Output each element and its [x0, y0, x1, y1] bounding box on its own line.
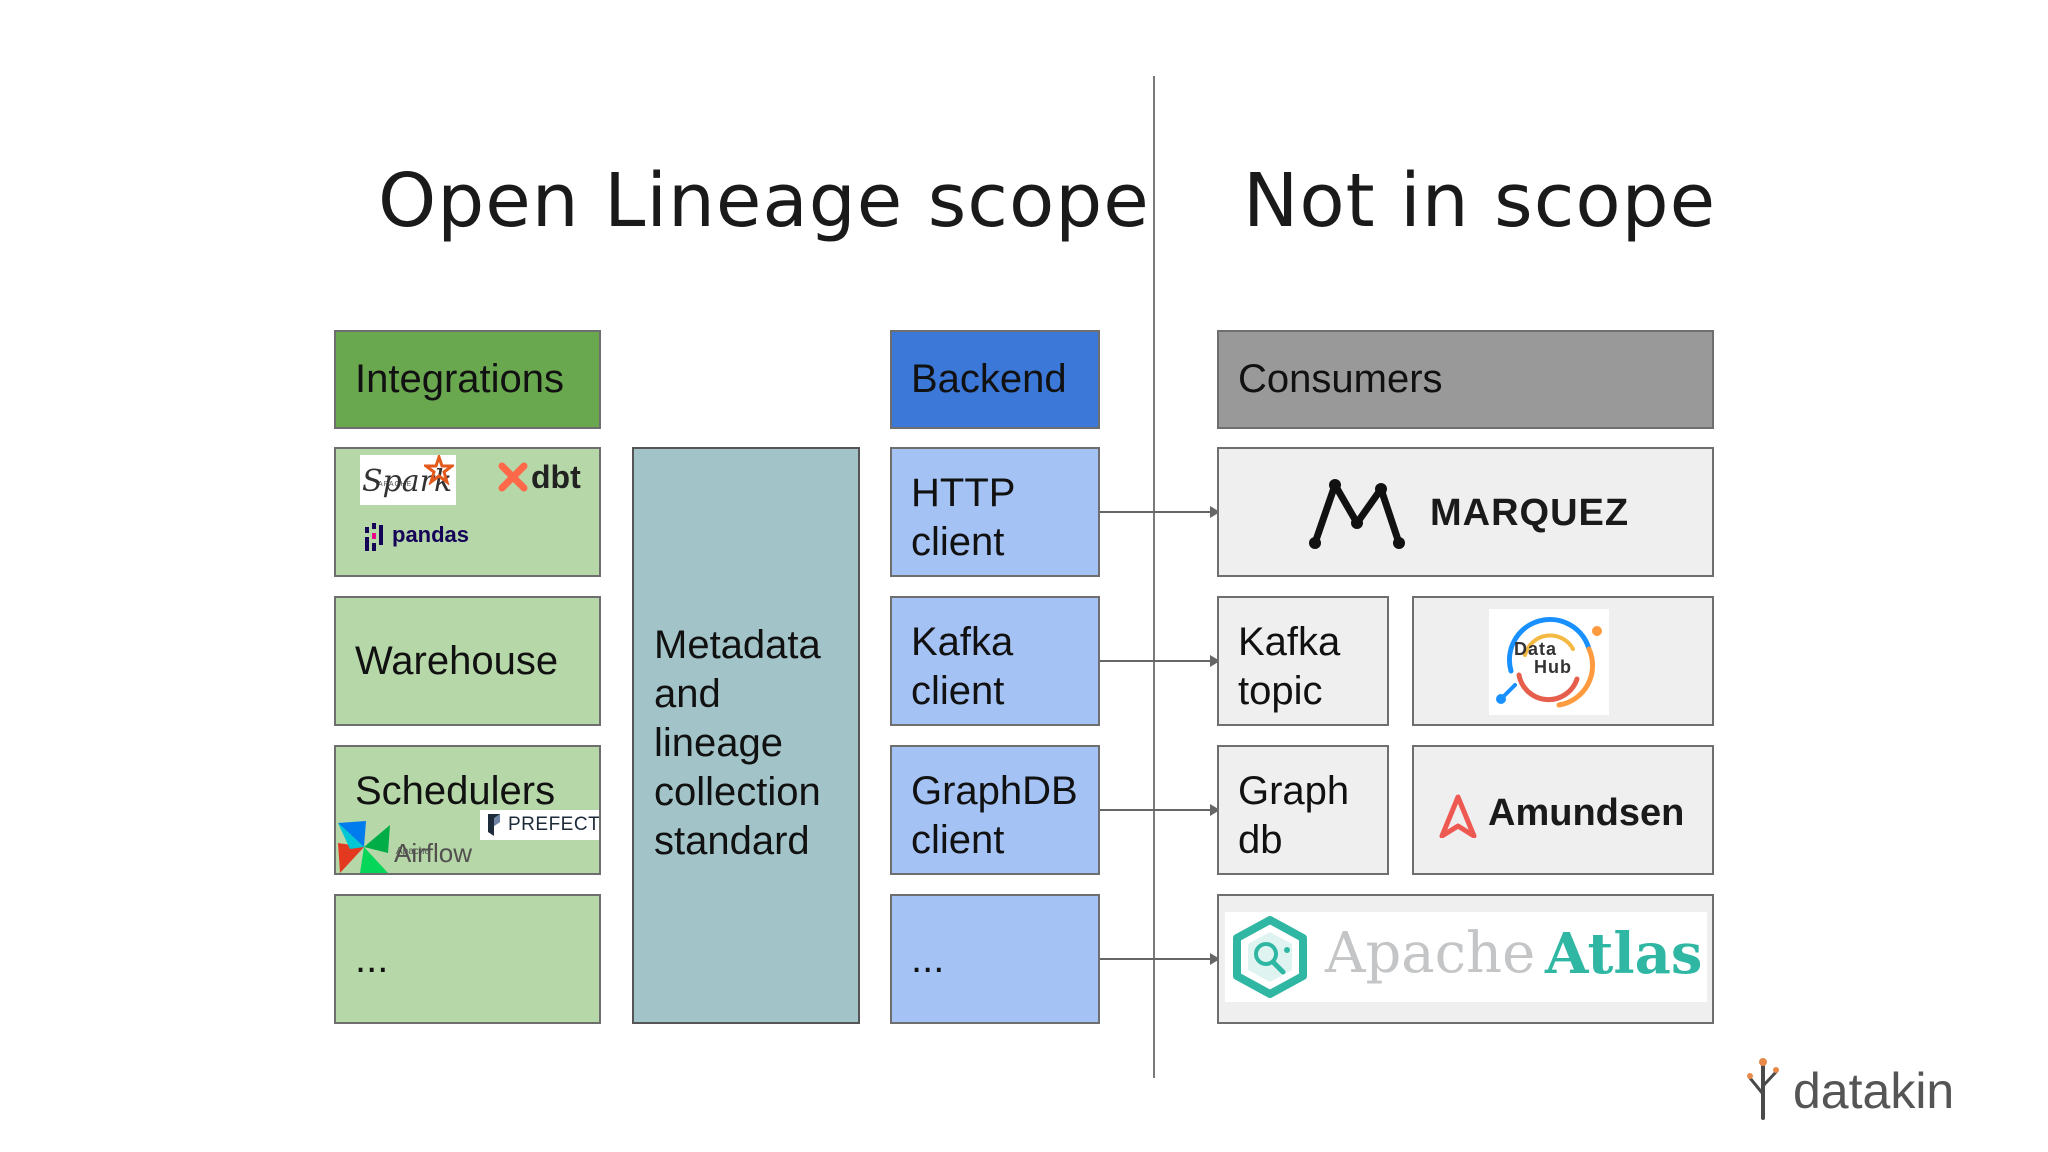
prefect-logo: PREFECT: [480, 810, 601, 840]
airflow-label: Airflow: [394, 838, 473, 868]
atlas-label-apache: Apache: [1325, 921, 1536, 986]
prefect-icon: [488, 814, 500, 836]
standard-line-1: Metadata: [654, 623, 821, 667]
standard-line-2: and: [654, 672, 721, 716]
kafka-topic-box: Kafka topic: [1217, 596, 1389, 726]
marquez-label: MARQUEZ: [1430, 492, 1630, 534]
kafka-client-line-1: Kafka: [911, 620, 1014, 664]
spark-star-icon: [424, 455, 454, 485]
datahub-rings-icon: [1496, 616, 1602, 708]
atlas-logo: Apache Atlas: [1225, 912, 1707, 1002]
integrations-more-box: ...: [334, 894, 601, 1024]
datakin-tree-icon: [1747, 1058, 1779, 1120]
datahub-label-2: Hub: [1534, 657, 1572, 677]
http-client-line-1: HTTP: [911, 471, 1016, 515]
dbt-icon: [498, 462, 528, 492]
kafka-client-line-2: client: [911, 669, 1005, 713]
standard-line-3: lineage: [654, 721, 784, 765]
http-client-line-2: client: [911, 520, 1005, 564]
airflow-pinwheel-icon: [338, 821, 390, 873]
integrations-header-label: Integrations: [355, 357, 565, 401]
out-of-scope-title: Not in scope: [1243, 158, 1717, 244]
marquez-icon: [1309, 479, 1405, 549]
dbt-label: dbt: [531, 459, 581, 495]
graphdb-client-box: GraphDB client: [890, 745, 1100, 875]
atlas-label-atlas: Atlas: [1545, 921, 1703, 987]
marquez-box: MARQUEZ: [1217, 447, 1714, 577]
standard-line-5: standard: [654, 819, 810, 863]
amundsen-box: Amundsen: [1412, 745, 1714, 875]
http-client-box: HTTP client: [890, 447, 1100, 577]
amundsen-icon: [1439, 794, 1477, 838]
consumers-header: Consumers: [1217, 330, 1714, 429]
schedulers-box: Schedulers Apache Airflow PREFECT: [334, 745, 601, 875]
integrations-header: Integrations: [334, 330, 601, 429]
schedulers-label: Schedulers: [355, 769, 556, 813]
kafka-client-box: Kafka client: [890, 596, 1100, 726]
integrations-more-label: ...: [355, 936, 389, 981]
datahub-box: Data Hub: [1412, 596, 1714, 726]
pandas-label: pandas: [392, 522, 470, 547]
datakin-label: datakin: [1793, 1063, 1955, 1119]
graph-db-box: Graph db: [1217, 745, 1389, 875]
graph-db-line-1: Graph: [1238, 769, 1350, 813]
spark-logo: APACHE Spark: [360, 455, 456, 505]
kafka-to-topic-arrow: [1100, 655, 1220, 667]
graphdb-client-line-1: GraphDB: [911, 769, 1078, 813]
prefect-label: PREFECT: [508, 814, 601, 835]
integrations-tools-box: APACHE Spark dbt pandas: [334, 447, 601, 577]
atlas-box: Apache Atlas: [1217, 894, 1714, 1024]
airflow-small-label: Apache: [396, 846, 430, 857]
amundsen-label: Amundsen: [1488, 792, 1685, 834]
graphdb-client-line-2: client: [911, 818, 1005, 862]
graphdb-to-graph-arrow: [1100, 804, 1220, 816]
backend-more-box: ...: [890, 894, 1100, 1024]
backend-more-label: ...: [911, 936, 945, 981]
datahub-label-1: Data: [1514, 639, 1558, 659]
datahub-logo: Data Hub: [1489, 609, 1609, 715]
graph-db-line-2: db: [1238, 818, 1283, 862]
kafka-topic-line-1: Kafka: [1238, 620, 1341, 664]
standard-box: Metadata and lineage collection standard: [632, 447, 860, 1024]
standard-line-4: collection: [654, 770, 821, 814]
kafka-topic-line-2: topic: [1238, 669, 1323, 713]
backend-header-label: Backend: [911, 357, 1067, 401]
warehouse-label: Warehouse: [355, 638, 559, 683]
scope-title: Open Lineage scope: [378, 158, 1150, 244]
pandas-icon: [365, 523, 383, 551]
warehouse-box: Warehouse: [334, 596, 601, 726]
more-to-atlas-arrow: [1100, 953, 1220, 965]
backend-header: Backend: [890, 330, 1100, 429]
consumers-header-label: Consumers: [1238, 357, 1443, 401]
atlas-hexagon-icon: [1233, 916, 1307, 998]
scope-divider: [1153, 76, 1155, 1078]
http-to-marquez-arrow: [1100, 506, 1220, 518]
